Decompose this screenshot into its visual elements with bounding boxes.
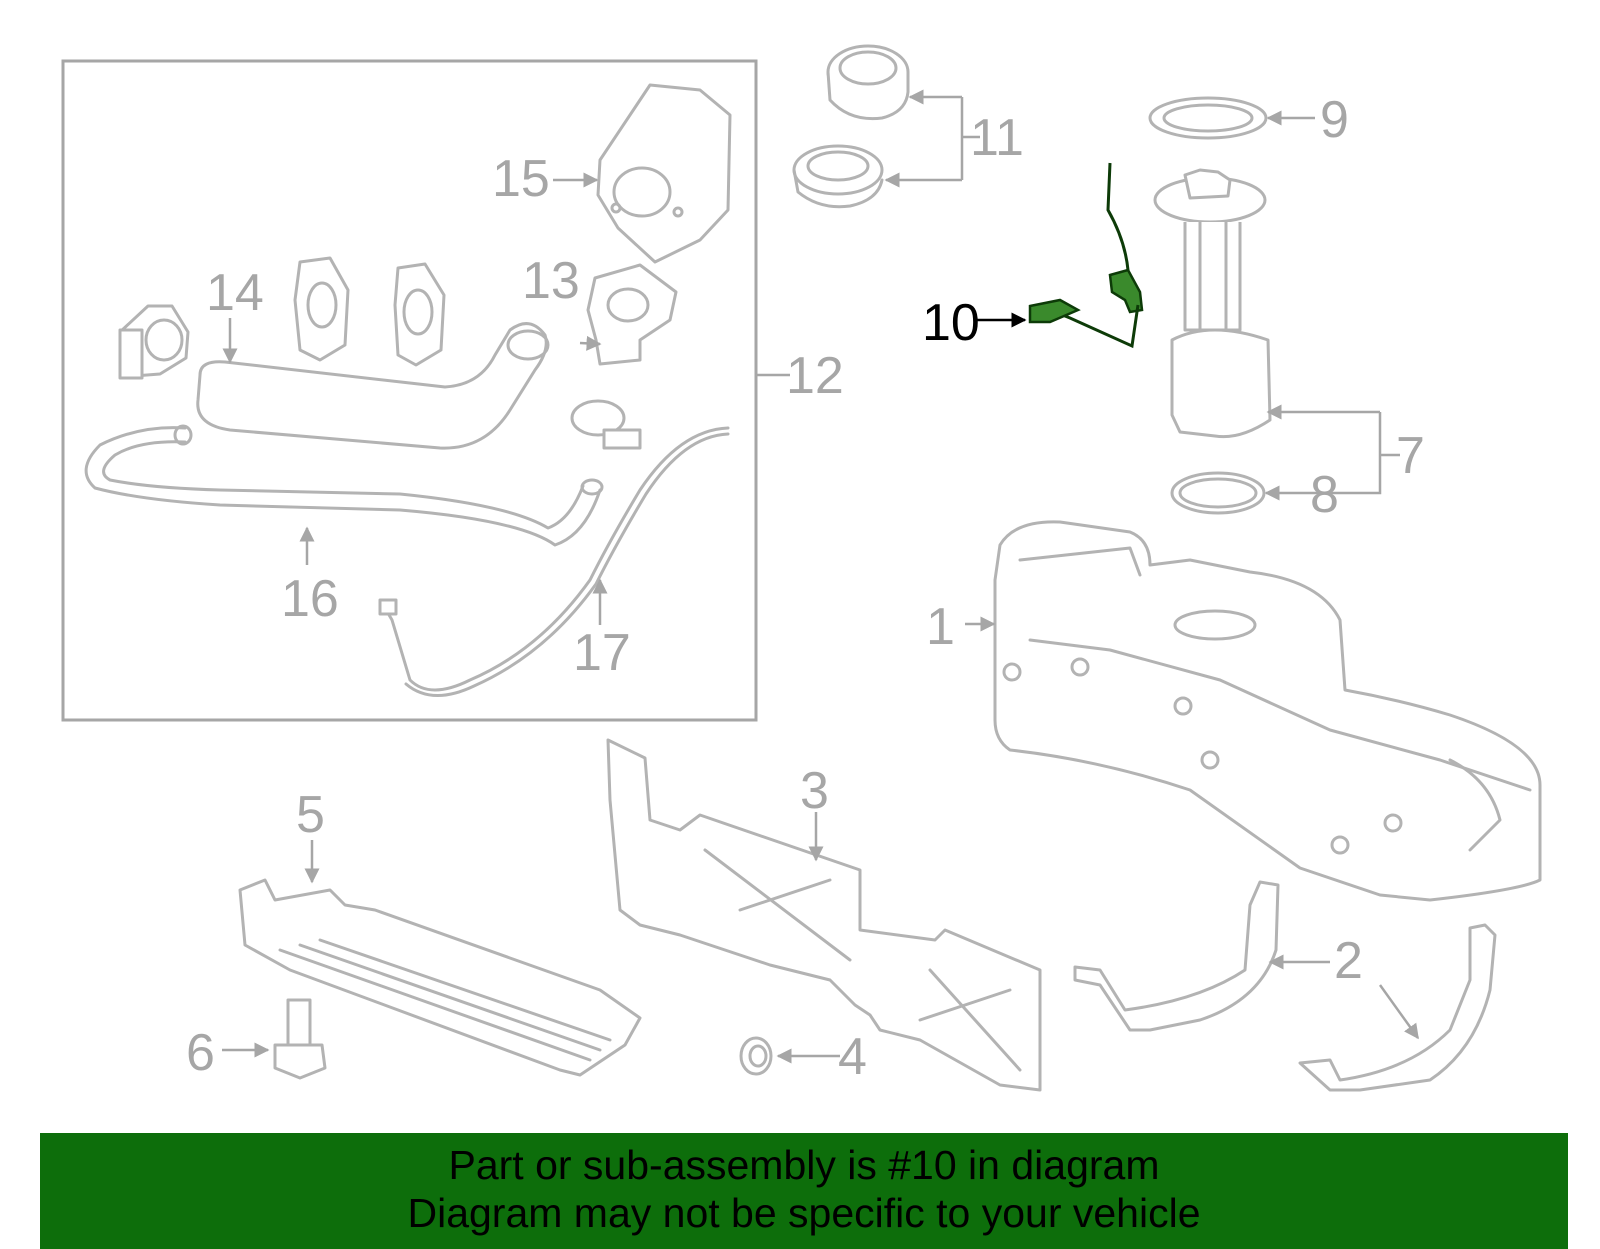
- part-2-tank-straps: [1073, 880, 1497, 1092]
- callout-3: 3: [800, 762, 829, 820]
- callout-11: 11: [970, 109, 1024, 167]
- part-11-cap: [826, 44, 910, 121]
- callout-16: 16: [281, 570, 339, 628]
- callout-15: 15: [492, 150, 550, 208]
- callout-13: 13: [522, 252, 580, 310]
- part-14-brackets: [118, 256, 446, 380]
- part-5-skid-plate: [238, 878, 642, 1077]
- callout-10: 10: [922, 294, 980, 352]
- callout-8: 8: [1310, 466, 1339, 524]
- part-10-fuel-level-sensor: [1028, 162, 1144, 349]
- part-8-o-ring: [1170, 471, 1266, 515]
- callout-5: 5: [296, 786, 325, 844]
- part-1-fuel-tank: [993, 520, 1542, 902]
- callout-14: 14: [206, 264, 264, 322]
- part-9-lock-ring: [1148, 96, 1268, 140]
- callout-labels: 1 2 3 4 5 6 7 8 9 10 11 12 13 14 15 16 1…: [186, 91, 1425, 1086]
- callout-4: 4: [838, 1028, 867, 1086]
- part-6-bolt: [273, 998, 327, 1080]
- footer-line-1: Part or sub-assembly is #10 in diagram: [448, 1142, 1160, 1188]
- callout-17: 17: [573, 624, 631, 682]
- part-13-housing: [586, 263, 678, 366]
- callout-1: 1: [926, 598, 955, 656]
- hose-clamp: [570, 399, 642, 450]
- footer-line-2: Diagram may not be specific to your vehi…: [407, 1190, 1201, 1236]
- callout-12: 12: [786, 347, 844, 405]
- footer-banner: Part or sub-assembly is #10 in diagram D…: [40, 1133, 1568, 1249]
- part-7-pump-module: [1153, 168, 1272, 439]
- part-14-hose-end: [506, 329, 550, 361]
- part-14-hose: [196, 322, 548, 450]
- part-3-shield: [606, 738, 1042, 1092]
- part-15-shield: [596, 83, 732, 264]
- callout-2: 2: [1334, 932, 1363, 990]
- callout-7: 7: [1396, 427, 1425, 485]
- part-16-hose-inner: [102, 440, 585, 530]
- part-11-seal: [792, 144, 884, 209]
- leader-lines: [222, 89, 1420, 1064]
- part-16-hose: [84, 426, 602, 547]
- filler-assembly-group-box: [61, 59, 758, 722]
- callout-9: 9: [1320, 91, 1349, 149]
- part-17-line: [383, 426, 730, 692]
- callout-6: 6: [186, 1024, 215, 1082]
